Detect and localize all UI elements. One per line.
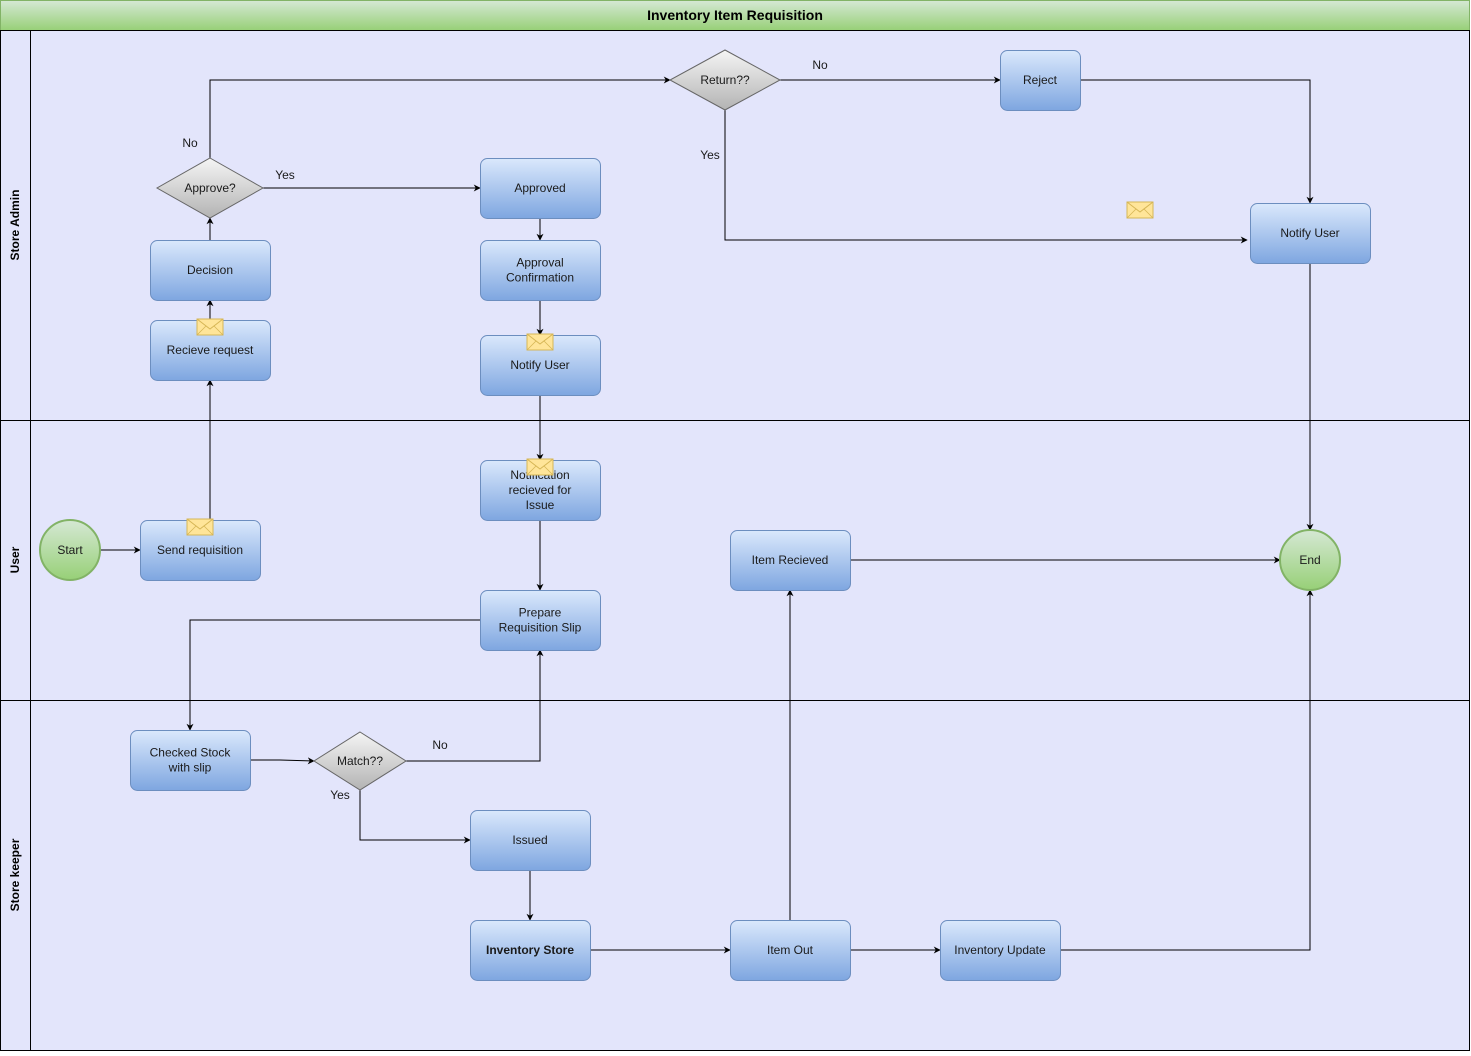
edge-match-to-issued xyxy=(359,790,471,844)
node-item-out[interactable]: Item Out xyxy=(730,920,851,981)
envelope-icon xyxy=(1126,201,1154,219)
node-match[interactable]: Match?? xyxy=(313,731,407,791)
edge-checked-stock-to-match xyxy=(250,757,315,765)
lane-label-user: User xyxy=(8,546,22,573)
node-return[interactable]: Return?? xyxy=(668,49,782,111)
node-label-end: End xyxy=(1299,553,1320,567)
node-label-send-requisition: Send requisition xyxy=(157,543,243,557)
envelope-icon xyxy=(196,318,224,336)
node-label-recieve-request: Recieve request xyxy=(167,343,254,357)
nodes: Start Send requisition Recieve request Deci… xyxy=(39,49,1371,981)
node-inventory-update[interactable]: Inventory Update xyxy=(940,920,1061,981)
node-label-reject: Reject xyxy=(1023,73,1058,87)
edge-label-approve-to-return: No xyxy=(182,136,198,150)
node-label-approve: Approve? xyxy=(184,181,236,195)
node-label-notify-user-right: Notify User xyxy=(1280,226,1339,240)
lane-label-store-keeper: Store keeper xyxy=(8,838,22,911)
node-label-decision: Decision xyxy=(187,263,233,277)
node-label-issued: Issued xyxy=(512,833,547,847)
edge-prepare-slip-to-checked-stock xyxy=(186,619,480,731)
edges xyxy=(100,76,1314,954)
free-icons xyxy=(1126,201,1154,219)
node-label-inventory-store: Inventory Store xyxy=(486,943,574,957)
node-send-requisition[interactable]: Send requisition xyxy=(140,518,261,581)
node-label-match: Match?? xyxy=(337,754,383,768)
node-label-approved: Approved xyxy=(514,181,565,195)
node-label-start: Start xyxy=(57,543,83,557)
node-approve[interactable]: Approve? xyxy=(155,157,265,219)
node-approved[interactable]: Approved xyxy=(480,158,601,219)
node-label-item-out: Item Out xyxy=(767,943,814,957)
node-label-inventory-update: Inventory Update xyxy=(954,943,1046,957)
edge-return-to-notify-user-right xyxy=(724,110,1248,244)
node-end[interactable]: End xyxy=(1279,529,1341,591)
node-start[interactable]: Start xyxy=(39,519,101,581)
edge-reject-to-notify-user-right xyxy=(1080,79,1314,204)
edge-inventory-update-to-end xyxy=(1060,589,1314,951)
node-recieve-request[interactable]: Recieve request xyxy=(150,318,271,381)
envelope-icon xyxy=(186,518,214,536)
edge-label-match-to-prepare-slip: No xyxy=(432,738,448,752)
envelope-icon xyxy=(526,458,554,476)
edge-label-approve-to-approved: Yes xyxy=(275,168,295,182)
node-label-notify-user-admin: Notify User xyxy=(510,358,569,372)
lane-label-store-admin: Store Admin xyxy=(8,190,22,261)
node-reject[interactable]: Reject xyxy=(1000,50,1081,111)
edge-label-return-to-notify-user-right: Yes xyxy=(700,148,720,162)
edge-approve-to-return xyxy=(209,76,671,158)
diagram-title: Inventory Item Requisition xyxy=(647,7,823,23)
envelope-icon xyxy=(526,333,554,351)
node-item-recieved[interactable]: Item Recieved xyxy=(730,530,851,591)
edge-label-return-to-reject: No xyxy=(812,58,828,72)
edge-match-to-prepare-slip xyxy=(406,649,544,762)
node-inventory-store[interactable]: Inventory Store xyxy=(470,920,591,981)
node-decision[interactable]: Decision xyxy=(150,240,271,301)
lane-store-keeper: Store keeper xyxy=(0,700,1470,1051)
node-notify-user-right[interactable]: Notify User xyxy=(1250,203,1371,264)
node-label-return: Return?? xyxy=(700,73,750,87)
node-notify-user-admin[interactable]: Notify User xyxy=(480,333,601,396)
diagram-title-bar: Inventory Item Requisition xyxy=(0,0,1470,31)
edge-label-match-to-issued: Yes xyxy=(330,788,350,802)
node-label-item-recieved: Item Recieved xyxy=(752,553,829,567)
node-issued[interactable]: Issued xyxy=(470,810,591,871)
